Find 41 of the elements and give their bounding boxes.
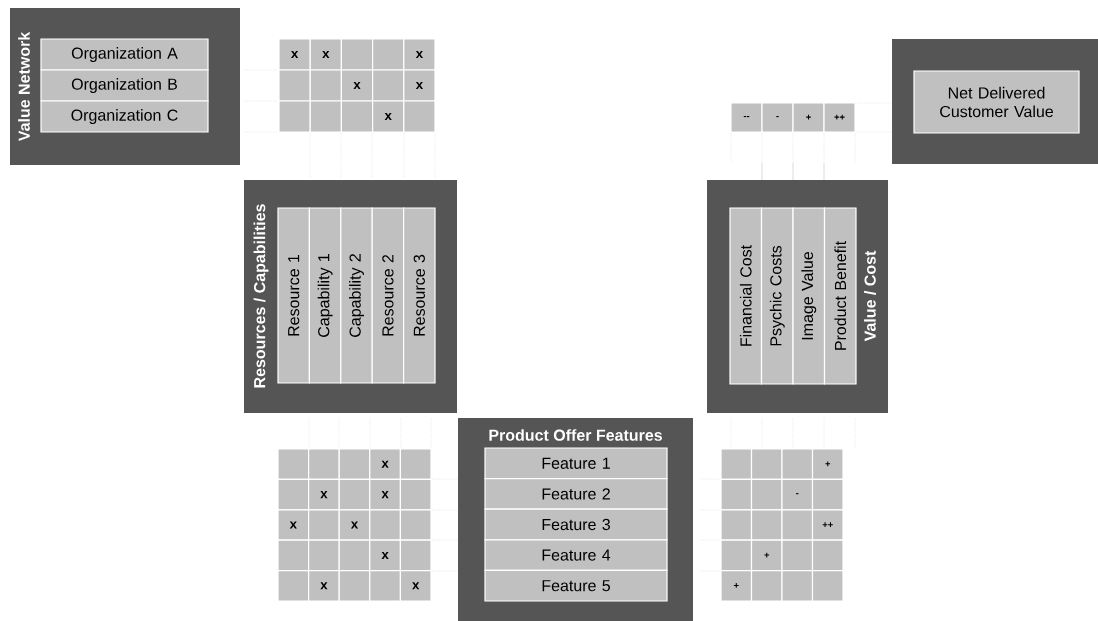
label-cell: Resource 2 <box>371 207 405 384</box>
label-cell: Organization B <box>40 69 209 102</box>
cell-mark: x <box>381 460 389 468</box>
cell-mark: x <box>381 491 389 499</box>
label-cell: Product Benefit <box>823 207 857 385</box>
cell-mark: - <box>796 493 799 495</box>
label-cell: Resource 1 <box>277 207 310 384</box>
cell-mark: + <box>806 114 811 120</box>
cell-mark: x <box>412 582 420 590</box>
label-cell: Organization A <box>40 38 209 71</box>
label-cell: Financial Cost <box>729 207 763 385</box>
cell-mark: + <box>764 552 770 558</box>
cell-mark: x <box>381 551 389 559</box>
cell-mark: x <box>320 491 328 499</box>
cell-mark: - <box>776 116 779 118</box>
cell-mark: -- <box>743 116 750 118</box>
label-cell: Capability 1 <box>308 207 342 384</box>
cell-mark: x <box>320 582 328 590</box>
label-cell: Feature 3 <box>484 508 668 541</box>
label-cell: Resource 3 <box>403 207 436 384</box>
cell-mark: ++ <box>822 522 833 527</box>
cell-mark: x <box>291 51 299 58</box>
cell-mark: x <box>289 521 297 529</box>
cell-mark: x <box>415 51 423 58</box>
cell-mark: + <box>825 461 831 467</box>
cell-mark: x <box>353 82 361 89</box>
label-cell: Psychic Costs <box>760 207 794 385</box>
cell-mark: x <box>415 82 423 89</box>
label-cell: Feature 5 <box>484 569 668 602</box>
cell-mark: + <box>733 583 739 588</box>
label-cell: Organization C <box>40 100 209 133</box>
cell-mark: x <box>322 51 330 58</box>
label-cell: Capability 2 <box>340 207 373 384</box>
cell-mark: x <box>350 521 359 529</box>
cell-mark: x <box>384 113 392 120</box>
label-cell: Image Value <box>792 207 826 385</box>
cell-mark: ++ <box>834 114 845 120</box>
label-cell: Feature 1 <box>484 447 668 480</box>
label-cell: Feature 2 <box>484 478 668 510</box>
label-cell: Feature 4 <box>484 539 668 571</box>
label-cell: Net Delivered Customer Value <box>913 70 1080 134</box>
